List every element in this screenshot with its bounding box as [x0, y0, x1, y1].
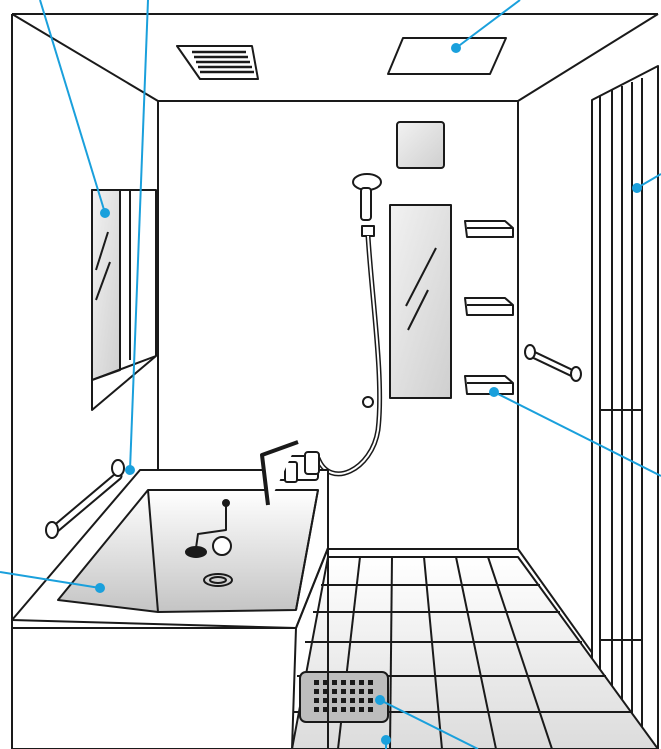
- leader-dot-shelf: [490, 388, 498, 396]
- leader-dot-folding-door: [633, 184, 641, 192]
- window: [92, 190, 156, 410]
- folding-door: [592, 66, 658, 749]
- leader-dot-grab-bar: [126, 466, 134, 474]
- leader-dot-bathtub: [96, 584, 104, 592]
- towel-bar: [525, 345, 581, 381]
- leader-dot-floor-drain: [376, 696, 384, 704]
- light-switch: [397, 122, 444, 168]
- leader-dot-floor-tiles: [382, 736, 390, 744]
- ceiling-vent: [177, 46, 258, 79]
- wall-mirror: [390, 205, 451, 398]
- floor-drain: [300, 672, 388, 722]
- bathtub: [12, 470, 328, 749]
- leader-window: [40, 0, 105, 213]
- ceiling-light: [388, 38, 506, 74]
- wall-knob: [363, 397, 373, 407]
- leader-dot-ceiling-light: [452, 44, 460, 52]
- leader-dot-window: [101, 209, 109, 217]
